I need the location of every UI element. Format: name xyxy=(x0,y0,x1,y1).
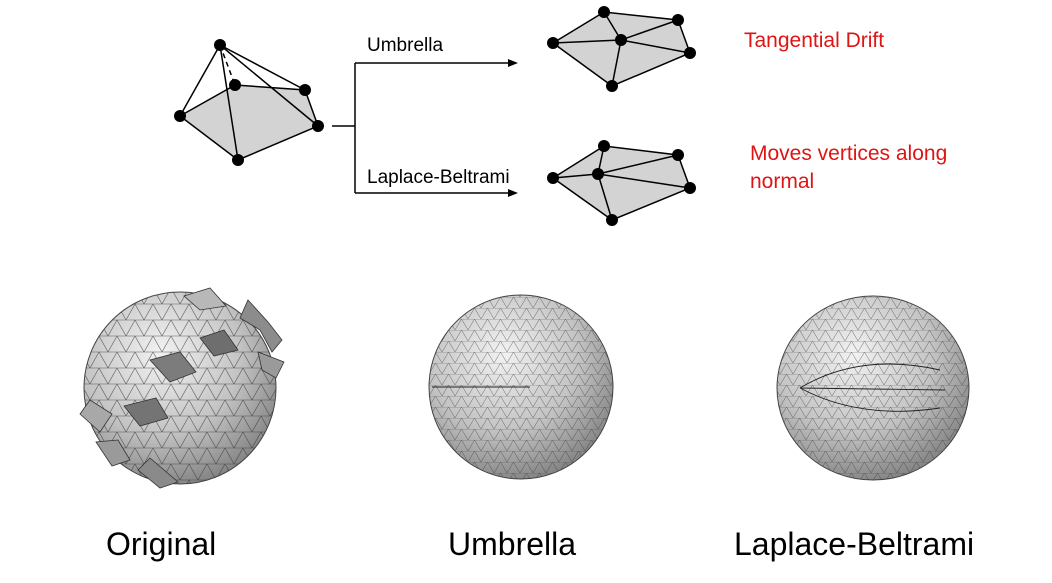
umbrella-result-mesh xyxy=(547,6,696,92)
mesh-vertex xyxy=(672,14,684,26)
sphere-original xyxy=(79,287,285,489)
mesh-vertex xyxy=(174,110,186,122)
mesh-edge xyxy=(597,154,679,175)
noise-spike xyxy=(257,351,285,379)
mesh-edge xyxy=(611,39,622,87)
mesh-vertex xyxy=(615,34,627,46)
mesh-vertex xyxy=(606,80,618,92)
mesh-vertex xyxy=(232,154,244,166)
mesh-edge xyxy=(179,44,221,117)
mesh-vertex xyxy=(229,79,241,91)
mesh-edge xyxy=(597,173,691,189)
noise-spike xyxy=(239,299,283,353)
umbrella-branch-label: Umbrella xyxy=(367,35,444,56)
noise-spike xyxy=(123,397,169,427)
mesh-vertex xyxy=(684,182,696,194)
normal-move-note-line: normal xyxy=(750,170,815,193)
caption-umbrella: Umbrella xyxy=(448,526,577,562)
noise-spike xyxy=(199,329,239,357)
sphere-seam-fan xyxy=(799,363,946,412)
noise-spike xyxy=(79,399,113,433)
mesh-vertex xyxy=(684,47,696,59)
mesh-edge xyxy=(552,173,599,179)
mesh-edge xyxy=(219,44,306,91)
mesh-base-face xyxy=(178,84,319,161)
mesh-vertex xyxy=(672,149,684,161)
caption-original: Original xyxy=(106,526,217,562)
sphere-umbrella xyxy=(428,294,614,480)
noise-spike xyxy=(137,457,179,489)
sphere-laplace xyxy=(776,295,970,481)
mesh-vertex xyxy=(299,84,311,96)
mesh-vertex xyxy=(312,120,324,132)
mesh-vertex xyxy=(606,214,618,226)
mesh-edge xyxy=(597,173,613,221)
mesh-edge xyxy=(219,44,239,161)
mesh-edge xyxy=(219,44,319,127)
laplace-result-mesh xyxy=(547,140,696,226)
original-mesh-figure xyxy=(174,39,324,166)
umbrella-arrowhead xyxy=(508,59,518,67)
laplace-branch-label: Laplace-Beltrami xyxy=(367,167,510,188)
mesh-vertex xyxy=(214,39,226,51)
branch-arrows xyxy=(332,62,512,194)
mesh-edge xyxy=(620,19,679,41)
mesh-vertex xyxy=(592,168,604,180)
laplace-arrowhead xyxy=(508,189,518,197)
mesh-face xyxy=(551,145,691,221)
sphere-mesh-overlay xyxy=(777,296,969,480)
noise-spike xyxy=(95,439,131,467)
noise-spike xyxy=(149,351,197,383)
mesh-hidden-edge xyxy=(219,44,236,86)
mesh-edge xyxy=(552,39,622,44)
mesh-vertex xyxy=(547,172,559,184)
tangential-drift-note: Tangential Drift xyxy=(744,29,885,52)
mesh-vertex xyxy=(547,37,559,49)
normal-move-note-line: Moves vertices along xyxy=(750,142,948,165)
mesh-edge xyxy=(620,39,691,54)
normal-move-note: Moves vertices along normal xyxy=(750,140,947,196)
mesh-vertex xyxy=(598,140,610,152)
caption-laplace: Laplace-Beltrami xyxy=(734,526,975,562)
noise-spike xyxy=(183,287,227,311)
mesh-face xyxy=(551,11,691,87)
mesh-vertex xyxy=(598,6,610,18)
